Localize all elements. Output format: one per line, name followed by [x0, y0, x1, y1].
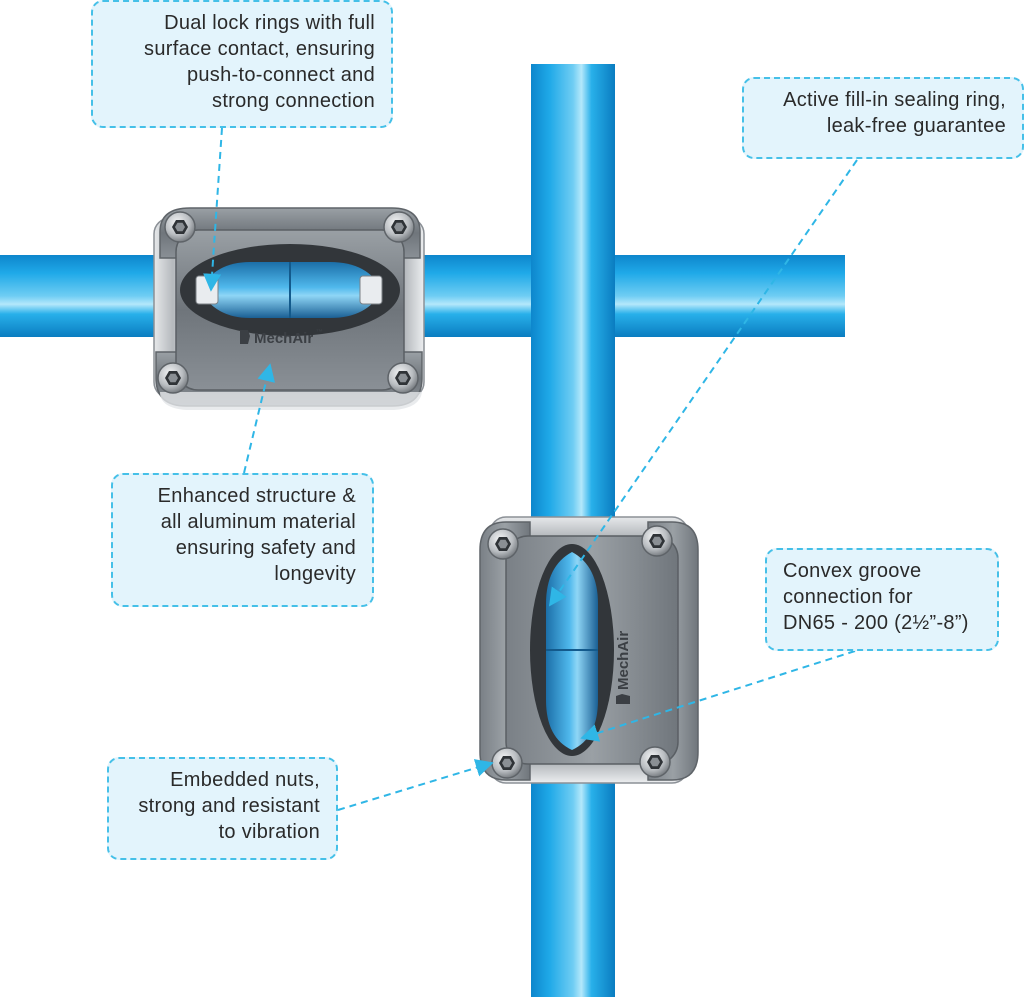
leader-line-dual-lock [203, 127, 223, 292]
callout-line: Embedded nuts, [170, 769, 320, 791]
brand-name: MechAir [254, 330, 313, 347]
hex-bolt-icon [639, 746, 671, 778]
leader-line-embedded-nuts [337, 759, 494, 811]
callout-dual-lock-rings: Dual lock rings with full surface contac… [91, 0, 393, 128]
callout-line: Active fill-in sealing ring, [783, 89, 1006, 111]
top-coupling: MechAir ™ [153, 207, 425, 410]
mechair-logo-icon: MechAir ™ [240, 329, 323, 347]
leader-line-enhanced-structure [243, 363, 275, 474]
callout-line: Convex groove [783, 560, 922, 582]
callout-line: surface contact, ensuring [144, 38, 375, 60]
leader-line-sealing-ring [548, 159, 858, 607]
callout-sealing-ring: Active fill-in sealing ring, leak-free g… [742, 77, 1024, 159]
hex-bolt-icon [383, 211, 415, 243]
callout-line: longevity [274, 563, 356, 585]
callout-line: push-to-connect and [186, 64, 375, 86]
callout-line: leak-free guarantee [826, 115, 1006, 137]
mechair-logo-icon: MechAir [615, 631, 632, 704]
callout-line: to vibration [218, 821, 320, 843]
callout-line: Dual lock rings with full [164, 12, 375, 34]
hex-bolt-icon [157, 362, 189, 394]
hex-bolt-icon [487, 528, 519, 560]
callout-embedded-nuts: Embedded nuts, strong and resistant to v… [107, 757, 338, 860]
callout-line: Enhanced structure & [157, 485, 356, 507]
brand-name: MechAir [615, 631, 632, 690]
hex-bolt-icon [491, 747, 523, 779]
callout-convex-groove: Convex groove connection for DN65 - 200 … [765, 548, 999, 651]
brand-trademark: ™ [316, 329, 323, 336]
callout-line: strong and resistant [138, 795, 320, 817]
hex-bolt-icon [641, 525, 673, 557]
callout-enhanced-structure: Enhanced structure & all aluminum materi… [111, 473, 374, 607]
callout-line: all aluminum material [160, 511, 356, 533]
hex-bolt-icon [387, 362, 419, 394]
callout-line: ensuring safety and [175, 537, 356, 559]
callout-line: DN65 - 200 (2½”-8”) [783, 612, 969, 634]
hex-bolt-icon [164, 211, 196, 243]
callout-line: connection for [783, 586, 913, 608]
bottom-coupling: MechAir [479, 516, 699, 784]
callout-line: strong connection [212, 90, 375, 112]
